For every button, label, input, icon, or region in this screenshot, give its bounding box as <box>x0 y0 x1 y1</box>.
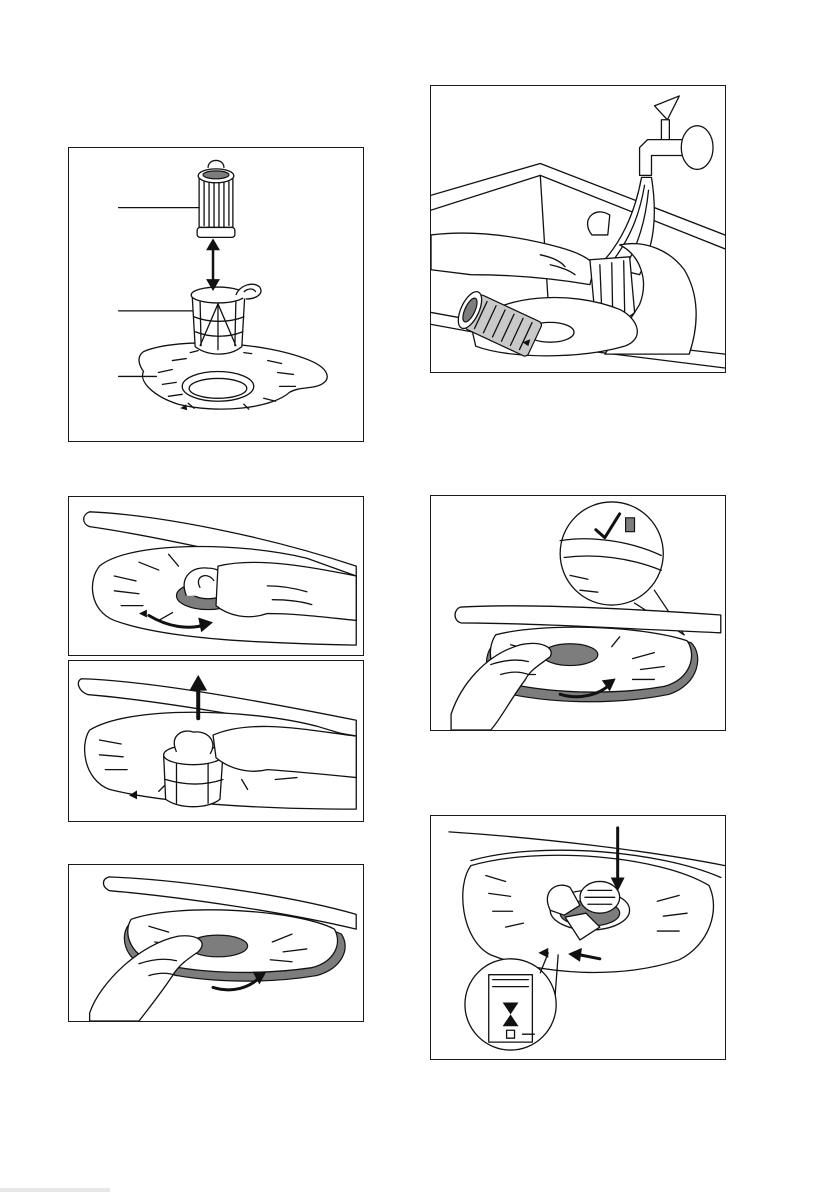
figure-filter-parts <box>68 147 364 442</box>
lift-up-arrow-icon <box>69 661 363 821</box>
figure-turn-filter-anticlockwise <box>68 496 364 656</box>
figure-rinse-filters <box>430 85 726 373</box>
figure-turn-flat-filter <box>68 864 364 1022</box>
filter-rinse-under-tap-icon <box>431 86 725 372</box>
figure-pull-out-filter <box>68 660 364 822</box>
filter-assembly-exploded-icon <box>69 148 363 441</box>
figure-check-flat-filter-position <box>430 495 726 731</box>
rotate-anticlockwise-arrow-icon <box>69 497 363 655</box>
check-mark-icon <box>431 496 725 730</box>
page-footer-mark <box>0 1188 110 1192</box>
lock-symbol-icon <box>431 816 725 1059</box>
figure-turn-filter-clockwise-lock <box>430 815 726 1060</box>
rotate-arrow-icon <box>69 865 363 1021</box>
